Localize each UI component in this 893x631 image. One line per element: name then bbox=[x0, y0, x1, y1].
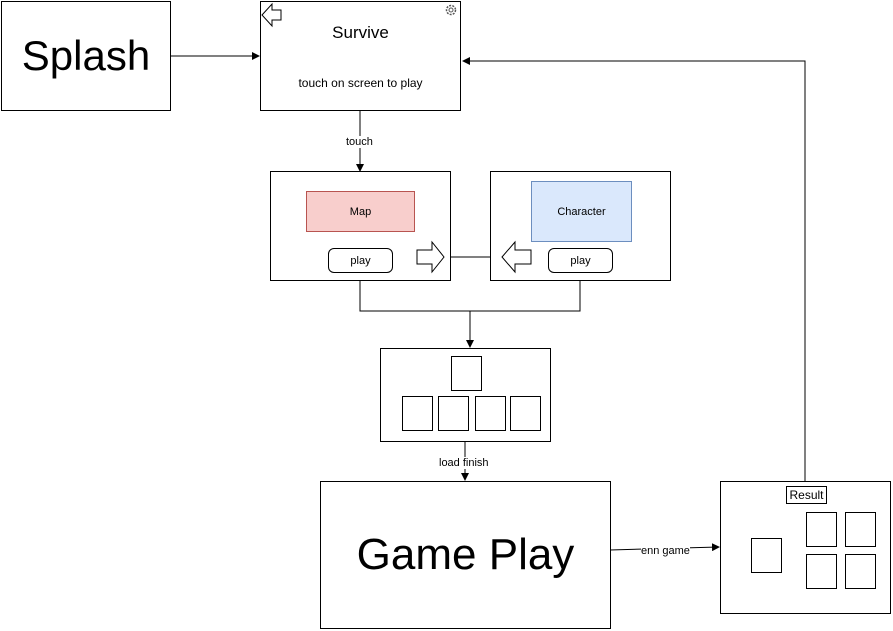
result-card-3 bbox=[806, 554, 837, 589]
character-play-button[interactable]: play bbox=[548, 248, 613, 273]
splash-box: Splash bbox=[1, 1, 171, 111]
result-card-1 bbox=[806, 512, 837, 547]
survive-subtitle: touch on screen to play bbox=[298, 76, 423, 90]
edge-label-load-finish: load finish bbox=[439, 457, 489, 469]
result-card-2 bbox=[845, 512, 876, 547]
map-screen: Map play bbox=[270, 171, 451, 281]
game-play-box: Game Play bbox=[320, 481, 611, 629]
splash-label: Splash bbox=[21, 32, 151, 79]
edge-label-touch: touch bbox=[346, 136, 373, 148]
character-thumbnail: Character bbox=[531, 181, 632, 242]
gear-icon bbox=[445, 4, 457, 16]
loading-card-3 bbox=[475, 396, 506, 431]
map-thumbnail: Map bbox=[306, 191, 415, 232]
edge-result-survive bbox=[462, 57, 806, 486]
result-card-4 bbox=[845, 554, 876, 589]
result-screen: Result bbox=[720, 481, 891, 614]
loading-card-4 bbox=[510, 396, 541, 431]
edge-label-end-game: enn game bbox=[641, 545, 690, 557]
loading-card-top bbox=[451, 356, 482, 391]
loading-card-1 bbox=[402, 396, 433, 431]
survive-title: Survive bbox=[332, 23, 389, 42]
loading-screen bbox=[380, 348, 551, 442]
character-label: Character bbox=[557, 205, 606, 218]
survive-screen: Survive touch on screen to play bbox=[260, 1, 461, 111]
game-play-label: Game Play bbox=[356, 530, 575, 579]
loading-card-2 bbox=[438, 396, 469, 431]
next-arrow-icon[interactable] bbox=[416, 240, 446, 274]
result-label: Result bbox=[786, 486, 827, 504]
map-play-button[interactable]: play bbox=[328, 248, 393, 273]
map-label: Map bbox=[349, 205, 372, 218]
prev-arrow-icon[interactable] bbox=[500, 240, 534, 274]
character-screen: Character play bbox=[490, 171, 671, 281]
result-card-main bbox=[751, 538, 782, 573]
back-arrow-icon bbox=[261, 2, 282, 28]
